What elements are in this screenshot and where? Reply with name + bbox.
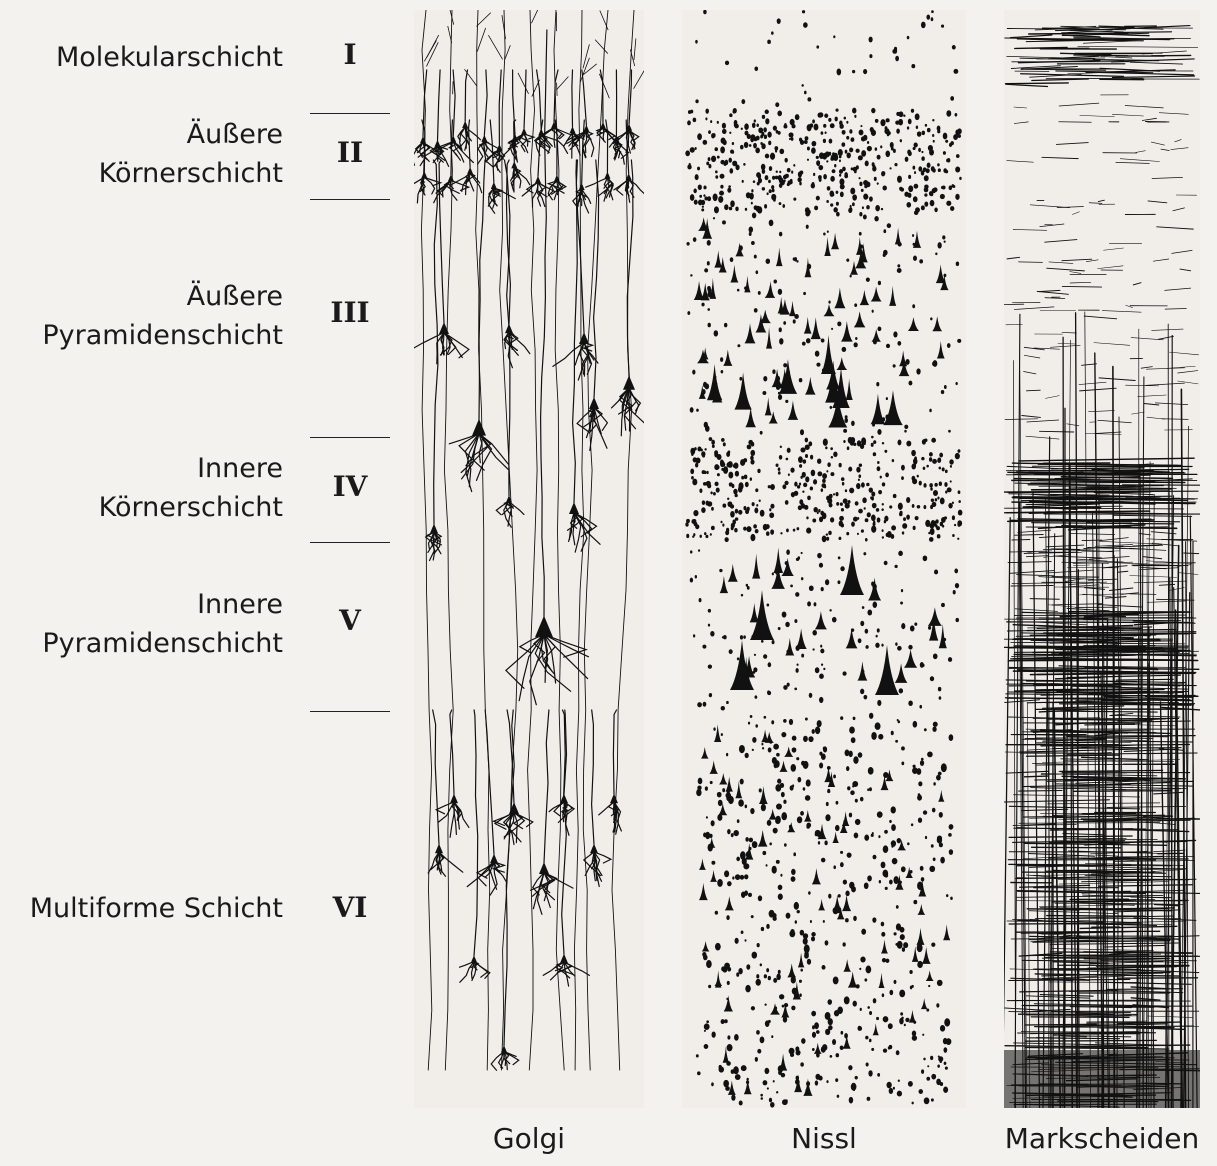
stain-label-markscheiden: Markscheiden [1004, 1122, 1200, 1155]
layer-label-5-line-2: Pyramidenschicht [42, 624, 283, 663]
layer-label-3: Äußere Pyramidenschicht [42, 277, 283, 355]
layer-numeral-1: I [300, 38, 400, 71]
layer-numeral-4: IV [300, 470, 400, 503]
layer-numeral-6: VI [300, 891, 400, 924]
layer-numeral-2: II [300, 136, 400, 169]
layer-label-2: Äußere Körnerschicht [99, 115, 283, 193]
golgi-stain-panel [414, 10, 644, 1108]
layer-divider-2-3 [310, 199, 390, 200]
layer-label-2-line-2: Körnerschicht [99, 154, 283, 193]
layer-label-2-line-1: Äußere [99, 115, 283, 154]
layer-label-1-line-1: Molekularschicht [56, 38, 283, 77]
layer-label-5: Innere Pyramidenschicht [42, 585, 283, 663]
layer-label-5-line-1: Innere [42, 585, 283, 624]
markscheiden-stain-panel [1004, 10, 1200, 1108]
stain-label-nissl: Nissl [682, 1122, 966, 1155]
golgi-neuron-drawing [414, 10, 644, 1108]
layer-label-6: Multiforme Schicht [30, 889, 283, 928]
layer-divider-5-6 [310, 711, 390, 712]
layer-label-3-line-1: Äußere [42, 277, 283, 316]
stain-label-golgi: Golgi [414, 1122, 644, 1155]
layer-divider-1-2 [310, 113, 390, 114]
layer-label-4-line-1: Innere [99, 449, 283, 488]
nissl-stain-panel [682, 10, 966, 1108]
myelin-fiber-drawing [1004, 10, 1200, 1108]
layer-label-3-line-2: Pyramidenschicht [42, 316, 283, 355]
layer-label-4: Innere Körnerschicht [99, 449, 283, 527]
layer-label-1: Molekularschicht [56, 38, 283, 77]
layer-divider-4-5 [310, 542, 390, 543]
nissl-cell-body-drawing [682, 10, 966, 1108]
layer-label-6-line-1: Multiforme Schicht [30, 889, 283, 928]
layer-label-4-line-2: Körnerschicht [99, 488, 283, 527]
layer-divider-3-4 [310, 437, 390, 438]
layer-numeral-5: V [300, 604, 400, 637]
layer-numeral-3: III [300, 296, 400, 329]
